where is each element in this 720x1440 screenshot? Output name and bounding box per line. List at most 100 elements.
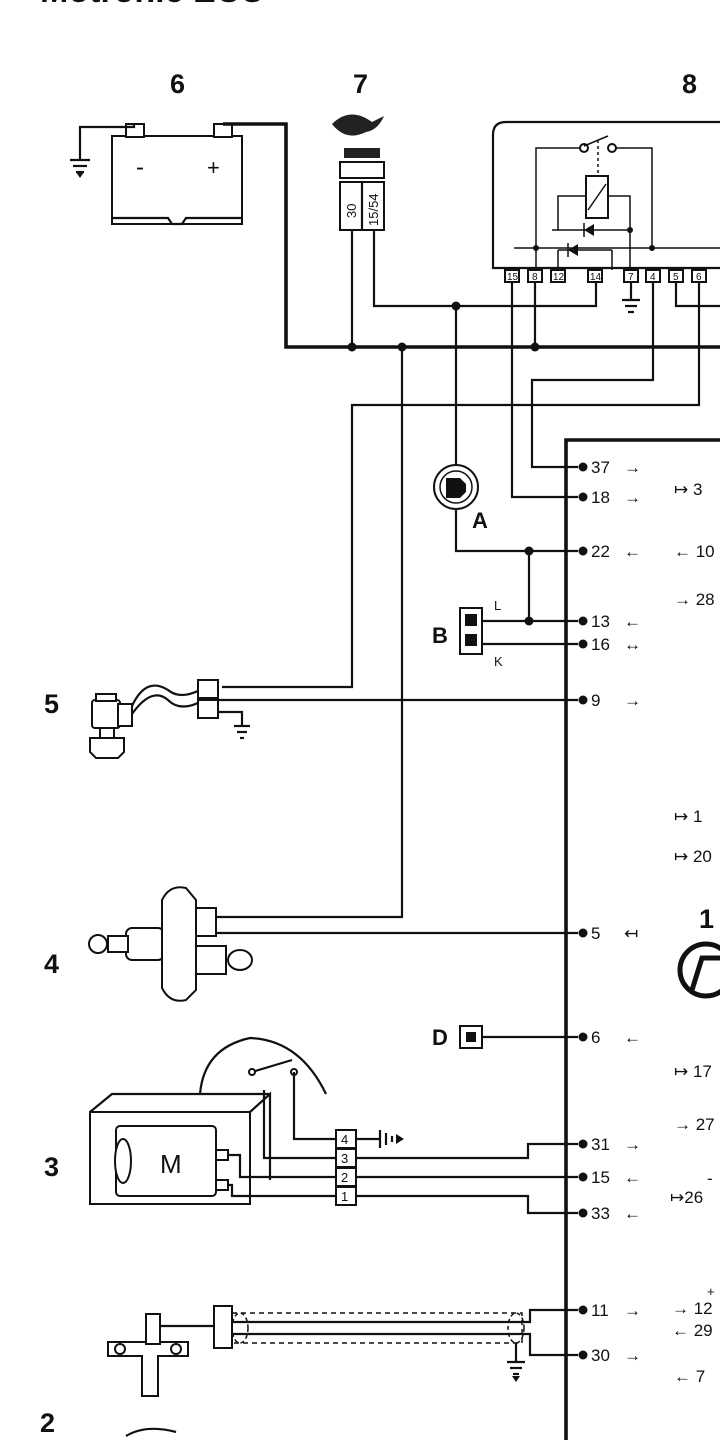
ground-icon xyxy=(378,1130,404,1148)
valve-ground-wire xyxy=(218,710,244,726)
ecu-pin-33: 33 ← xyxy=(578,1204,641,1223)
ecu-pin-22-label: 22 xyxy=(591,542,610,561)
main-relay xyxy=(491,120,720,270)
throttle-motor: M xyxy=(89,1036,327,1205)
ecu-pin-37-arrow: → xyxy=(624,458,641,477)
ecu-pin-22-arrow: ← xyxy=(624,542,641,561)
shielded-cable xyxy=(231,1312,528,1344)
relay-pins: 15 8 12 14 7 4 5 6 xyxy=(504,269,707,283)
ign-terminal-30: 30 xyxy=(344,204,359,218)
label-d: D xyxy=(432,1025,448,1050)
label-6: 6 xyxy=(170,69,185,99)
relay-ground-icon xyxy=(622,282,640,314)
sensor-a-wire xyxy=(454,509,578,553)
relay-pin-5: 5 xyxy=(673,272,679,283)
relay-pin-6: 6 xyxy=(696,272,702,283)
relay-pin-12: 12 xyxy=(553,272,565,283)
ign-terminal-1554: 15/54 xyxy=(366,193,381,226)
ecu-pin-11: 11 → xyxy=(578,1301,641,1320)
junction xyxy=(524,546,534,556)
battery-minus: - xyxy=(136,154,144,181)
ecu-pin-37-label: 37 xyxy=(591,458,610,477)
ecu-pin-13-arrow: ← xyxy=(624,612,641,631)
ecu-pin-5-arrow: ↤ xyxy=(624,924,638,943)
crank-sensor xyxy=(107,1305,233,1437)
label-2: 2 xyxy=(40,1408,55,1438)
relay-pin-4: 4 xyxy=(650,272,656,283)
motor-pin-block: 4 3 2 1 xyxy=(335,1129,357,1206)
ecu-pin-13: 13 ← xyxy=(578,612,641,631)
motor-wire-1 xyxy=(228,1183,336,1198)
edge-label: ← 10 xyxy=(674,542,715,561)
ecu-pin-6-arrow: ← xyxy=(624,1028,641,1047)
label-8: 8 xyxy=(682,69,697,99)
edge-label: → 12 xyxy=(672,1299,713,1318)
label-3: 3 xyxy=(44,1152,59,1182)
motor-m: M xyxy=(160,1149,182,1179)
edge-label: → 28 xyxy=(674,590,715,609)
edge-label: ← 29 xyxy=(672,1321,713,1340)
label-1: 1 xyxy=(699,904,714,934)
ecu-pin-37: 37 → xyxy=(578,458,641,477)
ecu-pin-18-label: 18 xyxy=(591,488,610,507)
label-7: 7 xyxy=(353,69,368,99)
fuel-pump-supply-wire xyxy=(216,347,404,919)
edge-label: ↦ 17 xyxy=(674,1062,712,1081)
edge-label: ↦ 3 xyxy=(674,480,702,499)
ecu-pin-16-label: 16 xyxy=(591,635,610,654)
ecu-pin-15-arrow: ← xyxy=(624,1168,641,1187)
edge-label: ↦26 xyxy=(670,1188,703,1207)
relay-pin5-wire xyxy=(674,282,720,308)
edge-label: + xyxy=(707,1284,715,1299)
relay-pin-8: 8 xyxy=(532,272,538,283)
terminal-d: D xyxy=(432,1025,483,1050)
junction xyxy=(347,342,357,352)
ecu-pin-6: 6 ← xyxy=(578,1028,641,1047)
motor-pin-4: 4 xyxy=(341,1132,348,1147)
edge-label: ↦ 1 xyxy=(674,807,702,826)
canister-purge-valve xyxy=(89,679,219,759)
ecu-pin-16: 16 ↔ xyxy=(578,635,641,654)
ignition-switch: 30 15/54 xyxy=(332,114,385,231)
ecu-pin-30-arrow: → xyxy=(624,1346,641,1365)
ecu-pin-5-label: 5 xyxy=(591,924,600,943)
ecu-pin-30: 30 → xyxy=(578,1346,641,1365)
sensor2-pin11-wire xyxy=(528,1308,578,1324)
label-b: B xyxy=(432,623,448,648)
relay-pin-15: 15 xyxy=(507,272,519,283)
relay-pin-14: 14 xyxy=(590,272,602,283)
relay-pin4-wire xyxy=(530,282,655,469)
edge-label: - xyxy=(707,1169,713,1188)
ecu-pin-18-arrow: → xyxy=(624,488,641,507)
ecu-pin-9-arrow: → xyxy=(624,691,641,710)
ecu-pin-33-arrow: ← xyxy=(624,1204,641,1223)
ecu-pin-31-label: 31 xyxy=(591,1135,610,1154)
junction xyxy=(451,301,461,311)
ecu-symbol xyxy=(677,941,720,999)
ecu-pin-13-label: 13 xyxy=(591,612,610,631)
label-5: 5 xyxy=(44,689,59,719)
edge-label: ← 7 xyxy=(674,1367,705,1386)
ecu-outline xyxy=(564,438,720,1440)
pot-wire xyxy=(262,1090,336,1160)
fuel-pump xyxy=(88,886,253,1002)
label-k: K xyxy=(494,654,503,669)
ecu-pin-9: 9 → xyxy=(578,691,641,710)
relay-pin15-wire xyxy=(510,282,578,499)
ground-icon xyxy=(507,1360,525,1382)
ecu-pin-5: 5 ↤ xyxy=(578,924,638,943)
relay-pin6-wire xyxy=(222,282,701,689)
battery-plus: + xyxy=(207,155,220,180)
diag-connector-b: B L K xyxy=(432,598,503,669)
sensor2-pin30-wire xyxy=(528,1332,578,1357)
edge-label: ↦ 20 xyxy=(674,847,712,866)
edge-label: → 27 xyxy=(674,1115,715,1134)
motor-pin-2: 2 xyxy=(341,1170,348,1185)
relay-pin-7: 7 xyxy=(628,272,634,283)
header-fragment: Motronic ECU xyxy=(40,0,265,10)
ecu-pin-18: 18 → xyxy=(578,488,641,507)
ground-icon xyxy=(70,158,90,178)
junction xyxy=(530,342,540,352)
ecu-pin-11-arrow: → xyxy=(624,1301,641,1320)
